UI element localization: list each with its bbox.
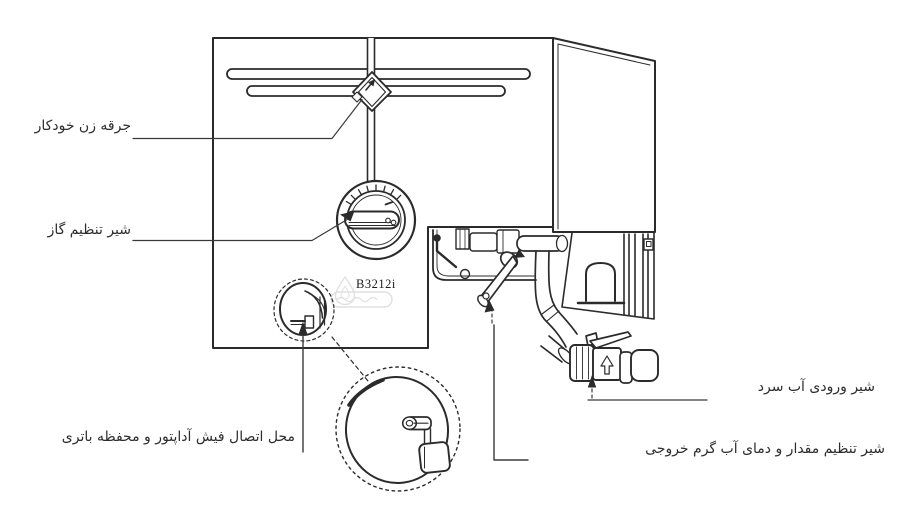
cold-water-valve (540, 331, 659, 384)
label-automatic-igniter: جرقه زن خودکار (34, 118, 131, 134)
magnifier-detail (331, 336, 461, 492)
combustion-chamber-edge (432, 229, 537, 281)
cold-water-pipe (534, 250, 578, 348)
label-adapter-battery-compartment: محل اتصال فیش آداپتور و محفظه باتری (61, 429, 295, 445)
label-cold-water-inlet-valve: شیر ورودی آب سرد (757, 379, 875, 395)
burner-bar-upper (226, 68, 531, 80)
valve-end-cap (630, 349, 659, 382)
model-number-label: B3212i (356, 277, 396, 291)
knob-handle (344, 210, 400, 230)
knob-pointer (340, 211, 355, 222)
label-gas-adjust-valve: شیر تنظیم گاز (47, 222, 131, 238)
flow-direction-arrow (600, 355, 614, 375)
chamber-hole (459, 268, 471, 280)
leader-igniter (132, 98, 363, 140)
knob-tick-marks (345, 184, 402, 205)
hot-water-lever (477, 249, 525, 308)
leader-lines (132, 98, 708, 461)
leader-adapter-battery (298, 321, 308, 453)
side-panel (552, 37, 656, 233)
label-hot-water-flow-temp-valve: شیر تنظیم مقدار و دمای آب گرم خروجی (645, 441, 885, 457)
valve-nut (569, 344, 595, 382)
igniter-wire (435, 239, 458, 269)
igniter-diamond (351, 71, 392, 112)
leader-cold-inlet (587, 375, 708, 401)
heater-body (212, 37, 656, 349)
side-clip (643, 238, 654, 251)
igniter-corner-square (351, 91, 363, 103)
knob-minus-mark (384, 201, 394, 206)
leader-gas-valve (132, 218, 349, 242)
magnifier-connector (331, 336, 369, 382)
magnified-adapter-plug (401, 416, 451, 474)
vent-arch (576, 262, 626, 305)
gas-knob (335, 179, 417, 261)
spark-arrow (368, 79, 375, 87)
internal-components (427, 226, 578, 348)
lever-indicator-arrow (514, 249, 525, 258)
lower-right-section (561, 232, 655, 320)
watermark-logo (330, 276, 393, 308)
leader-hot-adjust (484, 299, 529, 461)
adapter-plug-port (304, 315, 315, 329)
